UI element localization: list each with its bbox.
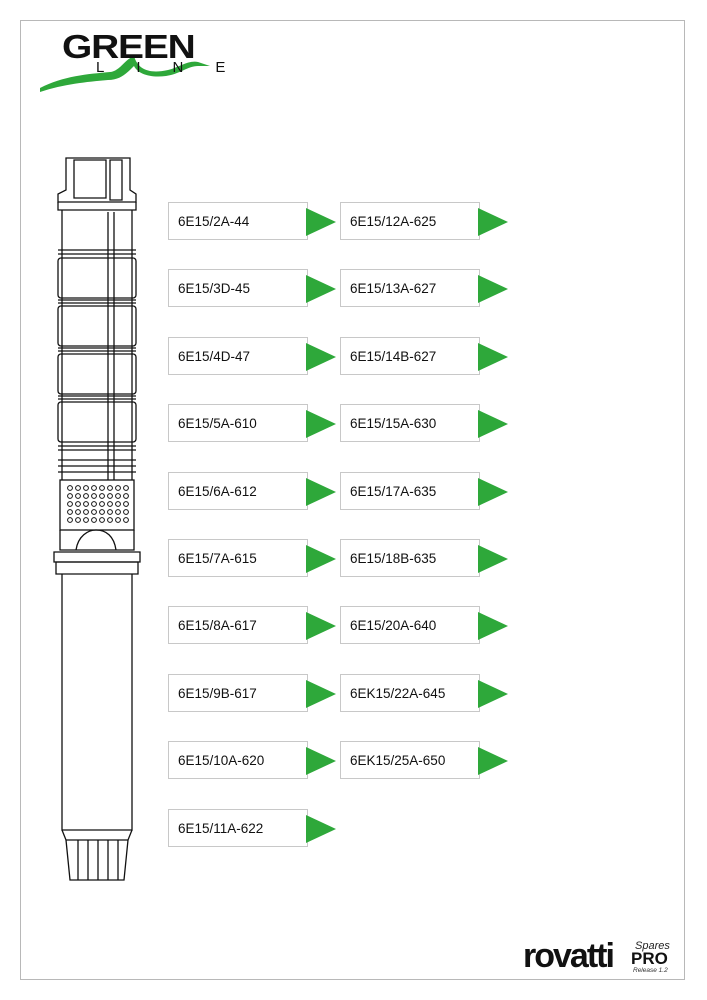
arrow-right-icon[interactable]	[306, 679, 336, 708]
pump-model-label: 6E15/14B-627	[350, 348, 437, 364]
pump-model-button[interactable]: 6EK15/22A-645	[340, 673, 508, 714]
pump-model-box[interactable]	[340, 673, 480, 712]
pump-model-box[interactable]	[168, 808, 308, 847]
pump-model-label: 6E15/6A-612	[178, 483, 257, 499]
pump-model-label: 6E15/13A-627	[350, 281, 437, 297]
pump-model-box[interactable]	[168, 606, 308, 645]
pump-model-box[interactable]	[340, 606, 480, 645]
arrow-right-icon[interactable]	[478, 747, 508, 776]
arrow-right-icon[interactable]	[306, 477, 336, 506]
arrow-right-icon[interactable]	[306, 545, 336, 573]
pump-model-box[interactable]	[340, 404, 480, 443]
pump-model-label: 6E15/12A-625	[350, 214, 437, 229]
pump-model-button[interactable]: 6EK15/25A-650	[340, 741, 508, 781]
pump-model-label: 6E15/17A-635	[350, 483, 437, 499]
arrow-right-icon[interactable]	[478, 679, 508, 708]
pump-model-label: 6E15/10A-620	[178, 753, 265, 769]
pump-model-box[interactable]	[340, 202, 480, 240]
brand-pro: PRO	[631, 949, 668, 968]
pump-model-button[interactable]: 6E15/6A-612	[168, 471, 336, 512]
logo-word-green: GREEN	[62, 28, 196, 65]
logo-word-line: LINE	[96, 59, 258, 76]
arrow-right-icon[interactable]	[306, 208, 336, 236]
pump-model-button[interactable]: 6E15/14B-627	[340, 336, 508, 377]
pump-model-button[interactable]: 6E15/15A-630	[340, 404, 508, 444]
pump-model-button[interactable]: 6E15/12A-625	[340, 202, 508, 242]
pump-model-label: 6E15/3D-45	[178, 281, 251, 297]
pump-model-button[interactable]: 6E15/5A-610	[168, 404, 336, 444]
pump-model-button[interactable]: 6E15/20A-640	[340, 606, 508, 646]
arrow-right-icon[interactable]	[306, 342, 336, 371]
arrow-right-icon[interactable]	[478, 477, 508, 506]
pump-model-button[interactable]: 6E15/13A-627	[340, 269, 508, 309]
pump-model-label: 6E15/8A-617	[178, 618, 257, 634]
submersible-pump-icon	[48, 150, 143, 895]
arrow-right-icon[interactable]	[306, 410, 336, 439]
pump-model-box[interactable]	[340, 269, 480, 308]
pump-model-button[interactable]: 6E15/2A-44	[168, 202, 336, 242]
pump-model-label: 6E15/4D-47	[178, 348, 251, 364]
arrow-right-icon[interactable]	[478, 275, 508, 304]
arrow-right-icon[interactable]	[306, 612, 336, 641]
green-line-logo: GREEN LINE	[38, 28, 225, 94]
pump-model-label: 6E15/9B-617	[178, 685, 257, 701]
pump-model-label: 6E15/11A-622	[178, 820, 264, 836]
pump-model-button[interactable]: 6E15/17A-635	[340, 471, 508, 512]
arrow-right-icon[interactable]	[306, 814, 336, 843]
pump-model-button[interactable]: 6E15/9B-617	[168, 673, 336, 714]
pump-model-label: 6E15/20A-640	[350, 618, 437, 634]
arrow-right-icon[interactable]	[478, 545, 508, 573]
logo-swoosh	[40, 56, 210, 92]
pump-model-label: 6E15/18B-635	[350, 551, 437, 566]
pump-model-label: 6E15/15A-630	[350, 416, 437, 432]
pump-model-button[interactable]: 6E15/8A-617	[168, 606, 336, 646]
pump-model-button[interactable]: 6E15/7A-615	[168, 539, 336, 579]
pump-model-box[interactable]	[168, 539, 308, 577]
pump-model-label: 6E15/7A-615	[178, 551, 257, 566]
arrow-right-icon[interactable]	[478, 612, 508, 641]
brand-release: Release 1.2	[633, 967, 668, 974]
rovatti-spares-pro-logo: rovatti Spares PRO Release 1.2	[523, 938, 673, 978]
page-frame	[20, 20, 685, 980]
pump-model-box[interactable]	[168, 673, 308, 712]
brand-spares: Spares	[635, 940, 670, 952]
pump-model-box[interactable]	[168, 741, 308, 780]
pump-model-button[interactable]: 6E15/18B-635	[340, 539, 508, 579]
pump-model-button[interactable]: 6E15/10A-620	[168, 741, 336, 781]
pump-model-label: 6EK15/22A-645	[350, 685, 446, 701]
arrow-right-icon[interactable]	[306, 747, 336, 776]
pump-model-box[interactable]	[168, 471, 308, 510]
pump-model-label: 6E15/2A-44	[178, 214, 250, 229]
brand-name: rovatti	[523, 937, 615, 975]
pump-model-box[interactable]	[168, 202, 308, 240]
arrow-right-icon[interactable]	[478, 410, 508, 439]
pump-model-label: 6E15/5A-610	[178, 416, 257, 432]
pump-model-label: 6EK15/25A-650	[350, 753, 446, 769]
arrow-right-icon[interactable]	[306, 275, 336, 304]
arrow-right-icon[interactable]	[478, 342, 508, 371]
pump-model-box[interactable]	[340, 336, 480, 375]
pump-model-button[interactable]: 6E15/11A-622	[168, 808, 336, 849]
pump-model-box[interactable]	[168, 404, 308, 443]
pump-model-button[interactable]: 6E15/3D-45	[168, 269, 336, 309]
arrow-right-icon[interactable]	[478, 208, 508, 236]
pump-model-button[interactable]: 6E15/4D-47	[168, 336, 336, 377]
